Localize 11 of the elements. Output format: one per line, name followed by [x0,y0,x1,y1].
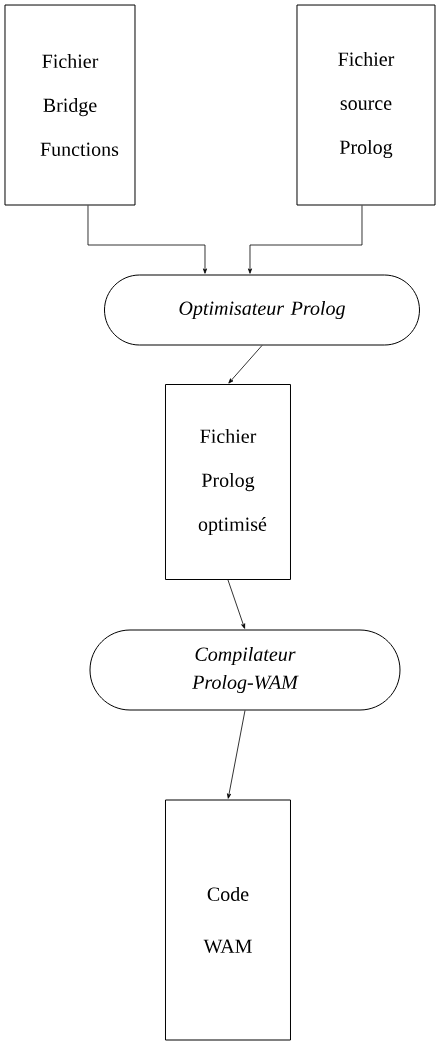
arrow [227,710,246,799]
file-box: Fichier source Prolog [296,4,436,206]
arrow [227,579,246,629]
file-box: Fichier Bridge Functions [4,4,136,206]
arrow [228,345,263,384]
process-pill: Optimisateur Prolog [104,274,420,346]
process-pill: Compilateur Prolog-WAM [89,629,401,711]
arrow [87,205,207,274]
arrow [248,205,363,274]
file-box: Code WAM [165,799,291,1041]
file-box: Fichier Prolog optimisé [165,384,291,580]
